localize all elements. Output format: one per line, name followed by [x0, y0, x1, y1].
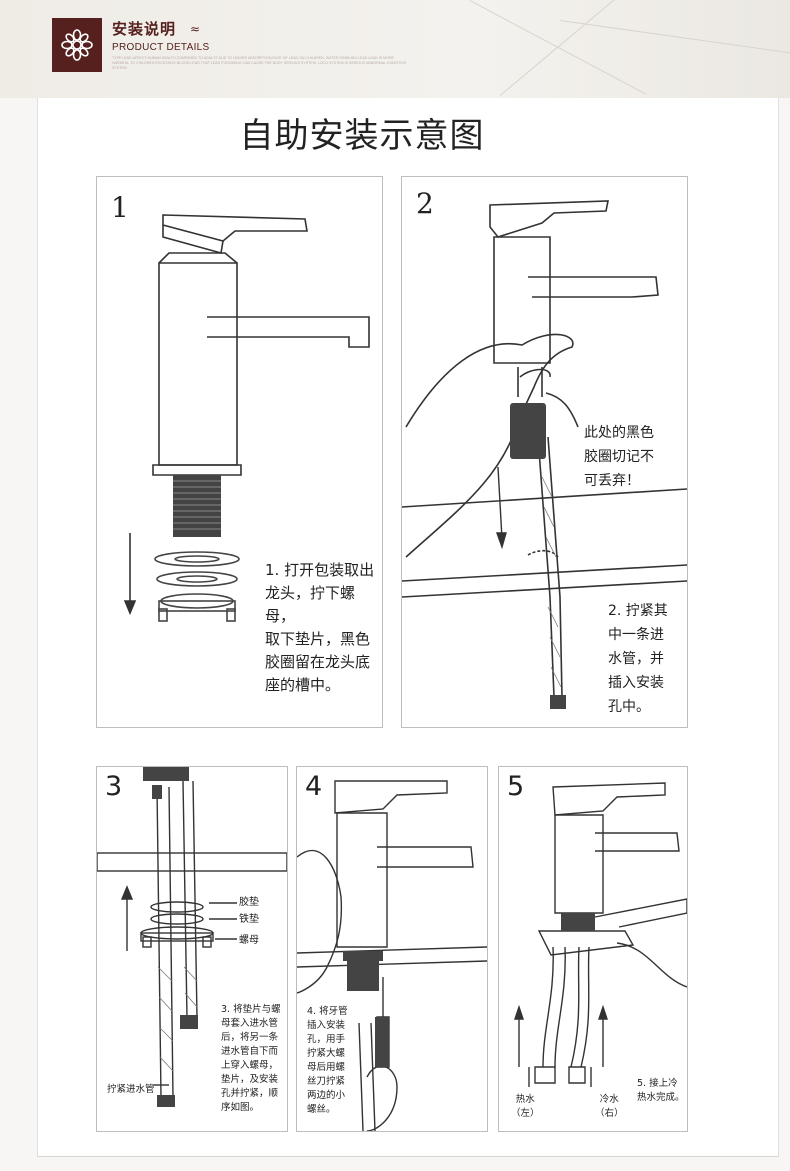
cold-water-label: 冷水 （右）: [595, 1094, 624, 1119]
label-rubber-gasket: 胶垫: [239, 897, 259, 908]
water-connection-illustration: [514, 782, 687, 1087]
step-panel-4: 4 4. 将牙管 插入安装 孔，用手 拧紧大螺 母后用螺 丝刀拧紧 两边的小 螺…: [296, 766, 488, 1132]
label-nut: 螺母: [239, 935, 259, 946]
flower-logo-icon: [61, 29, 93, 61]
step-number: 4: [305, 771, 323, 802]
label-iron-washer: 铁垫: [239, 914, 259, 925]
header-title: 安装说明: [112, 20, 177, 38]
step-number: 1: [111, 191, 129, 224]
step-panel-1: 1 1. 打开包装取出 龙头，拧下螺母， 取下垫片，黑色 胶圈留在龙头底 座的槽…: [96, 176, 383, 728]
step-description: 1. 打开包装取出 龙头，拧下螺母， 取下垫片，黑色 胶圈留在龙头底 座的槽中。: [265, 561, 375, 694]
step-panel-2: 2 此处的黑色 胶圈切记不 可丢弃！ 2. 拧紧其 中一条进 水管，并 插入安装…: [401, 176, 688, 728]
step-description: 4. 将牙管 插入安装 孔，用手 拧紧大螺 母后用螺 丝刀拧紧 两边的小 螺丝。: [307, 1006, 348, 1115]
hose-insert-illustration: [402, 200, 687, 709]
step-panel-3: 3 胶垫 铁垫 螺母 3. 将垫片与螺 母套入进水管 后，将另一条 进水管自下而…: [96, 766, 288, 1132]
decorative-line: [559, 20, 790, 55]
step-description: 5. 接上冷 热水完成。: [637, 1078, 685, 1103]
step-number: 5: [507, 771, 525, 802]
warning-note: 此处的黑色 胶圈切记不 可丢弃！: [584, 425, 654, 489]
page-title: 自助安装示意图: [239, 116, 485, 156]
wave-ornament-icon: ≈: [190, 22, 201, 36]
screwdriver-illustration: [297, 780, 487, 1131]
header-banner: 安装说明 ≈ PRODUCT DETAILS TYPE LEAD AFFECT …: [0, 0, 790, 98]
step-panel-5: 5 热水 （左） 冷水 （右） 5. 接上冷 热水完成。: [498, 766, 688, 1132]
faucet-illustration: [123, 214, 370, 622]
washer-nut-illustration: [97, 767, 287, 1107]
step-number: 3: [105, 771, 123, 802]
header-subtitle: PRODUCT DETAILS: [112, 42, 210, 53]
header-fine-print: TYPE LEAD AFFECT HUMAN HEALTH COMPARED T…: [112, 56, 407, 70]
pipe-label: 拧紧进水管: [107, 1084, 155, 1095]
hot-water-label: 热水 （左）: [511, 1094, 540, 1119]
step-description: 3. 将垫片与螺 母套入进水管 后，将另一条 进水管自下而 上穿入螺母， 垫片，…: [221, 1004, 281, 1113]
logo-badge: [52, 18, 102, 72]
step-number: 2: [416, 187, 434, 220]
step-description: 2. 拧紧其 中一条进 水管，并 插入安装 孔中。: [608, 603, 668, 715]
